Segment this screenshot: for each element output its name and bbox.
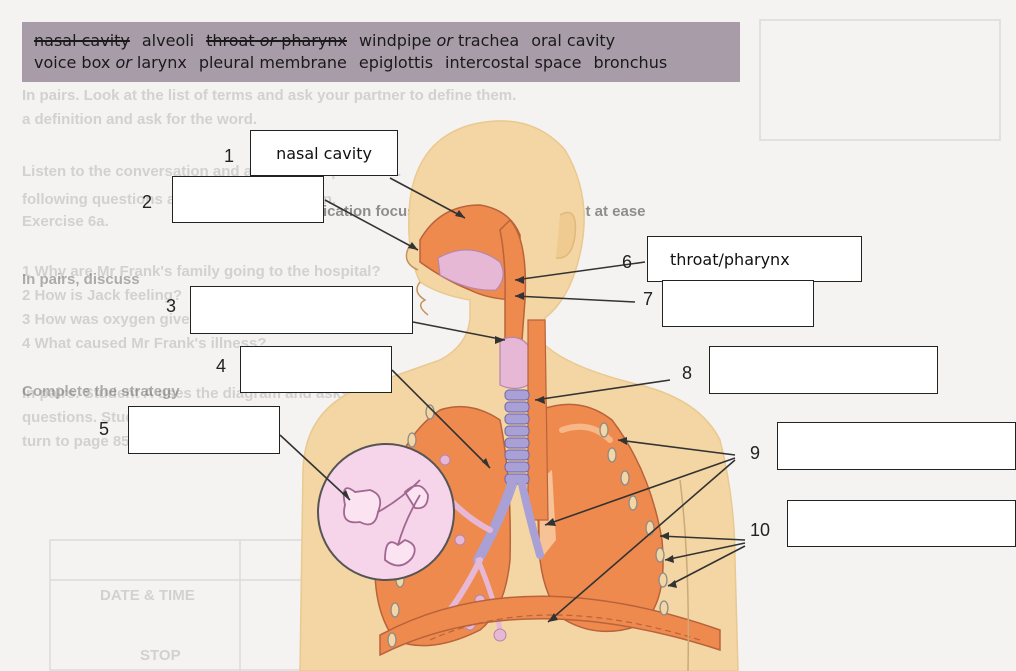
word-bank-term-part: or — [431, 31, 458, 50]
esophagus-shape — [528, 320, 548, 520]
answer-box-6[interactable]: throat/pharynx — [647, 236, 862, 282]
label-number-4: 4 — [216, 356, 226, 377]
label-number-7: 7 — [643, 289, 653, 310]
word-bank-line-1: nasal cavity alveoli throat or pharynx wind… — [34, 30, 740, 52]
answer-box-3[interactable] — [190, 286, 413, 334]
word-bank-term-part: pharynx — [281, 31, 347, 50]
word-bank-term-part: windpipe — [359, 31, 431, 50]
word-bank-term: bronchus — [593, 53, 667, 72]
word-bank-term: nasal cavity — [34, 31, 130, 50]
answer-box-4[interactable] — [240, 346, 392, 393]
label-number-3: 3 — [166, 296, 176, 317]
label-number-10: 10 — [750, 520, 770, 541]
answer-box-1[interactable]: nasal cavity — [250, 130, 398, 176]
larynx-shape — [500, 337, 530, 388]
word-bank-term-part: or — [110, 53, 137, 72]
label-number-8: 8 — [682, 363, 692, 384]
word-bank-line-2: voice box or larynx pleural membrane epigl… — [34, 52, 740, 74]
label-number-5: 5 — [99, 419, 109, 440]
word-bank-term: voice box or larynx — [34, 53, 187, 72]
answer-box-10[interactable] — [787, 500, 1016, 547]
label-number-6: 6 — [622, 252, 632, 273]
word-bank-term: alveoli — [142, 31, 194, 50]
word-bank-term: windpipe or trachea — [359, 31, 519, 50]
label-number-2: 2 — [142, 192, 152, 213]
answer-box-2[interactable] — [172, 176, 324, 223]
word-bank-term: oral cavity — [531, 31, 615, 50]
word-bank: nasal cavity alveoli throat or pharynx wind… — [22, 22, 740, 82]
answer-box-7[interactable] — [662, 280, 814, 327]
label-number-1: 1 — [224, 146, 234, 167]
word-bank-term: epiglottis — [359, 53, 433, 72]
answer-box-9[interactable] — [777, 422, 1016, 470]
word-bank-term-part: or — [255, 31, 282, 50]
word-bank-term-part: trachea — [458, 31, 519, 50]
label-number-9: 9 — [750, 443, 760, 464]
lips — [417, 282, 428, 315]
word-bank-term-part: throat — [206, 31, 255, 50]
answer-box-5[interactable] — [128, 406, 280, 454]
answer-box-8[interactable] — [709, 346, 938, 394]
word-bank-term: intercostal space — [445, 53, 581, 72]
word-bank-term: throat or pharynx — [206, 31, 347, 50]
word-bank-term: pleural membrane — [199, 53, 347, 72]
word-bank-term-part: voice box — [34, 53, 110, 72]
word-bank-term-part: larynx — [137, 53, 187, 72]
